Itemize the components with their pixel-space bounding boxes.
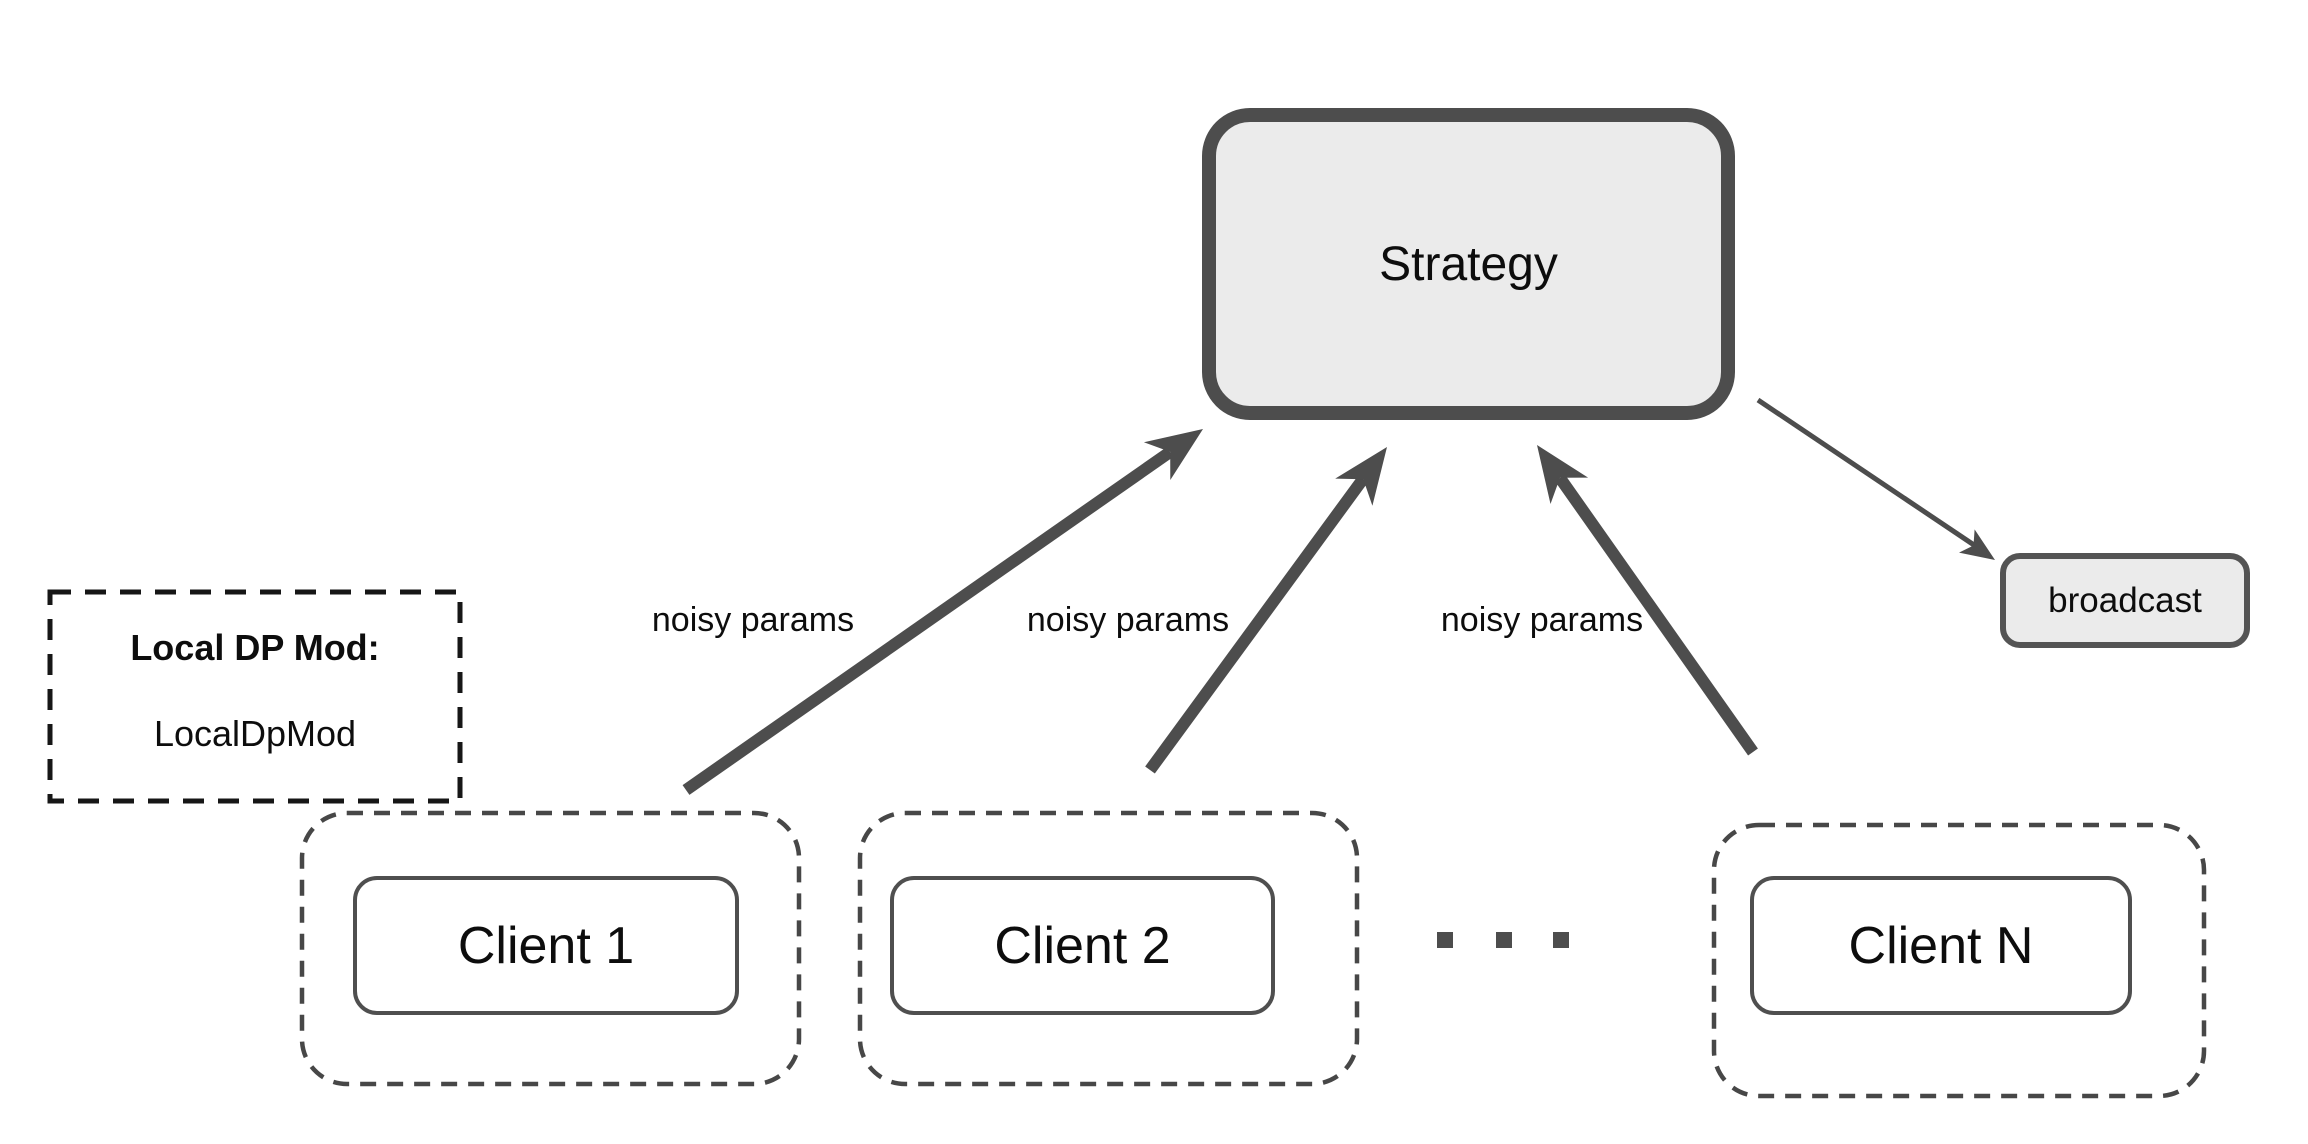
ellipsis-dot bbox=[1553, 932, 1569, 948]
client-2-dashed-container bbox=[857, 810, 1360, 1087]
arrow-up-icon bbox=[1335, 447, 1387, 506]
client-n-dashed-container bbox=[1711, 822, 2207, 1099]
client-n-node: Client N bbox=[1750, 876, 2132, 1015]
local-dp-mod-dashed-box bbox=[47, 589, 463, 804]
client-n-label: Client N bbox=[1848, 916, 2034, 975]
edge-label-noisy-params-1: noisy params bbox=[651, 601, 855, 639]
strategy-label: Strategy bbox=[1379, 237, 1558, 291]
arrow-strategy-to-broadcast bbox=[1756, 397, 1995, 560]
arrow-up-icon bbox=[1143, 429, 1203, 480]
arrow-broadcast-icon bbox=[1959, 529, 1995, 560]
local-dp-mod-value: LocalDpMod bbox=[153, 713, 357, 754]
client-2-node: Client 2 bbox=[890, 876, 1275, 1015]
client-2-label: Client 2 bbox=[994, 916, 1171, 975]
edge-label-noisy-params-3: noisy params bbox=[1440, 601, 1644, 639]
local-dp-mod-title: Local DP Mod: bbox=[130, 627, 380, 668]
ellipsis-dot bbox=[1437, 932, 1453, 948]
broadcast-label: broadcast bbox=[2048, 580, 2202, 620]
broadcast-node: broadcast bbox=[2000, 553, 2250, 648]
client-1-node: Client 1 bbox=[353, 876, 739, 1015]
arrow-up-icon bbox=[1537, 445, 1589, 504]
arrow-client1-to-strategy bbox=[682, 429, 1203, 795]
client-1-dashed-container bbox=[299, 810, 802, 1087]
ellipsis-dots-icon bbox=[1437, 932, 1569, 948]
ellipsis-dot bbox=[1496, 932, 1512, 948]
client-1-label: Client 1 bbox=[457, 916, 635, 975]
strategy-node: Strategy bbox=[1202, 108, 1735, 420]
edge-label-noisy-params-2: noisy params bbox=[1026, 601, 1230, 639]
arrow-client2-to-strategy bbox=[1145, 447, 1387, 774]
arrow-clientN-to-strategy bbox=[1537, 445, 1758, 756]
